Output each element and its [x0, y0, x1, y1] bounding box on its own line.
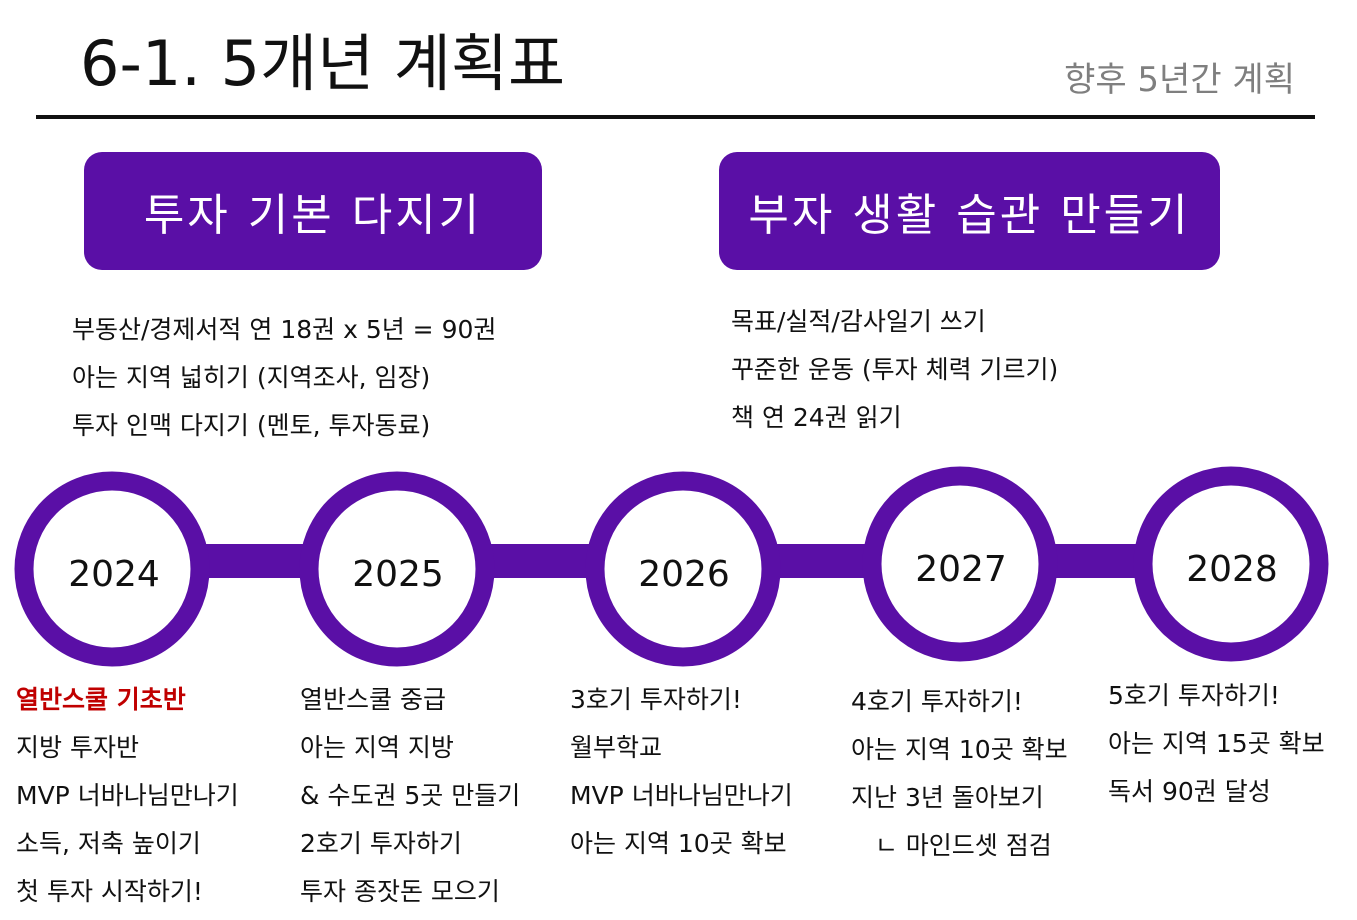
year-node-2024: 2024	[14, 471, 210, 667]
plan-item: 지방 투자반	[16, 733, 139, 762]
plan-item: 월부학교	[570, 733, 663, 762]
goal-item: 목표/실적/감사일기 쓰기	[731, 307, 986, 336]
year-circle	[14, 471, 210, 667]
page-title: 6-1. 5개년 계획표	[80, 27, 566, 100]
plan-item: 4호기 투자하기!	[851, 687, 1023, 716]
year-plan-2024: 열반스쿨 기초반 지방 투자반 MVP 너바나님만나기 소득, 저축 높이기 첫…	[16, 676, 239, 916]
plan-item: & 수도권 5곳 만들기	[300, 781, 521, 810]
plan-item: 지난 3년 돌아보기	[851, 783, 1044, 812]
year-node-2027: 2027	[862, 466, 1058, 662]
year-label: 2025	[352, 554, 444, 595]
plan-item: MVP 너바나님만나기	[16, 781, 239, 810]
plan-item: 아는 지역 지방	[300, 733, 454, 762]
plan-item: 아는 지역 10곳 확보	[570, 829, 787, 858]
plan-item: 열반스쿨 중급	[300, 685, 446, 714]
plan-item: 소득, 저축 높이기	[16, 829, 201, 858]
timeline: 2024 2025 2026 2027 2028	[14, 466, 1329, 667]
year-label: 2026	[638, 554, 730, 595]
year-plan-2027: 4호기 투자하기! 아는 지역 10곳 확보 지난 3년 돌아보기 ㄴ 마인드셋…	[851, 678, 1068, 870]
phase-box-habits: 부자 생활 습관 만들기	[719, 152, 1220, 270]
phase-goals-foundation: 부동산/경제서적 연 18권 x 5년 = 90권 아는 지역 넓히기 (지역조…	[72, 306, 496, 450]
plan-item: 5호기 투자하기!	[1108, 681, 1280, 710]
year-circle	[862, 466, 1058, 662]
plan-item: 2호기 투자하기	[300, 829, 462, 858]
goal-item: 투자 인맥 다지기 (멘토, 투자동료)	[72, 411, 431, 440]
title-divider	[36, 115, 1315, 119]
plan-item: 3호기 투자하기!	[570, 685, 742, 714]
year-label: 2027	[915, 549, 1007, 590]
plan-item: 독서 90권 달성	[1108, 777, 1271, 806]
plan-item: MVP 너바나님만나기	[570, 781, 793, 810]
year-label: 2024	[68, 554, 160, 595]
year-label: 2028	[1186, 549, 1278, 590]
phase-goals-habits: 목표/실적/감사일기 쓰기 꾸준한 운동 (투자 체력 기르기) 책 연 24권…	[731, 298, 1058, 442]
year-plan-2028: 5호기 투자하기! 아는 지역 15곳 확보 독서 90권 달성	[1108, 672, 1325, 816]
year-plan-2025: 열반스쿨 중급 아는 지역 지방 & 수도권 5곳 만들기 2호기 투자하기 투…	[300, 676, 520, 916]
plan-item: 열반스쿨 기초반	[16, 685, 186, 714]
year-circle	[585, 471, 781, 667]
goal-item: 부동산/경제서적 연 18권 x 5년 = 90권	[72, 315, 497, 344]
goal-item: 책 연 24권 읽기	[731, 403, 902, 432]
year-node-2028: 2028	[1133, 466, 1329, 662]
plan-item: 첫 투자 시작하기!	[16, 877, 203, 906]
year-plan-2026: 3호기 투자하기! 월부학교 MVP 너바나님만나기 아는 지역 10곳 확보	[570, 676, 793, 868]
year-circle	[1133, 466, 1329, 662]
goal-item: 아는 지역 넓히기 (지역조사, 임장)	[72, 363, 431, 392]
phase-box-foundation: 투자 기본 다지기	[84, 152, 542, 270]
plan-item: 아는 지역 10곳 확보	[851, 735, 1068, 764]
plan-item: 투자 종잣돈 모으기	[300, 877, 500, 906]
year-circle	[299, 471, 495, 667]
year-node-2025: 2025	[299, 471, 495, 667]
year-node-2026: 2026	[585, 471, 781, 667]
plan-item: ㄴ 마인드셋 점검	[851, 831, 1052, 860]
goal-item: 꾸준한 운동 (투자 체력 기르기)	[731, 355, 1059, 384]
plan-item: 아는 지역 15곳 확보	[1108, 729, 1325, 758]
page-subtitle: 향후 5년간 계획	[1064, 60, 1295, 100]
